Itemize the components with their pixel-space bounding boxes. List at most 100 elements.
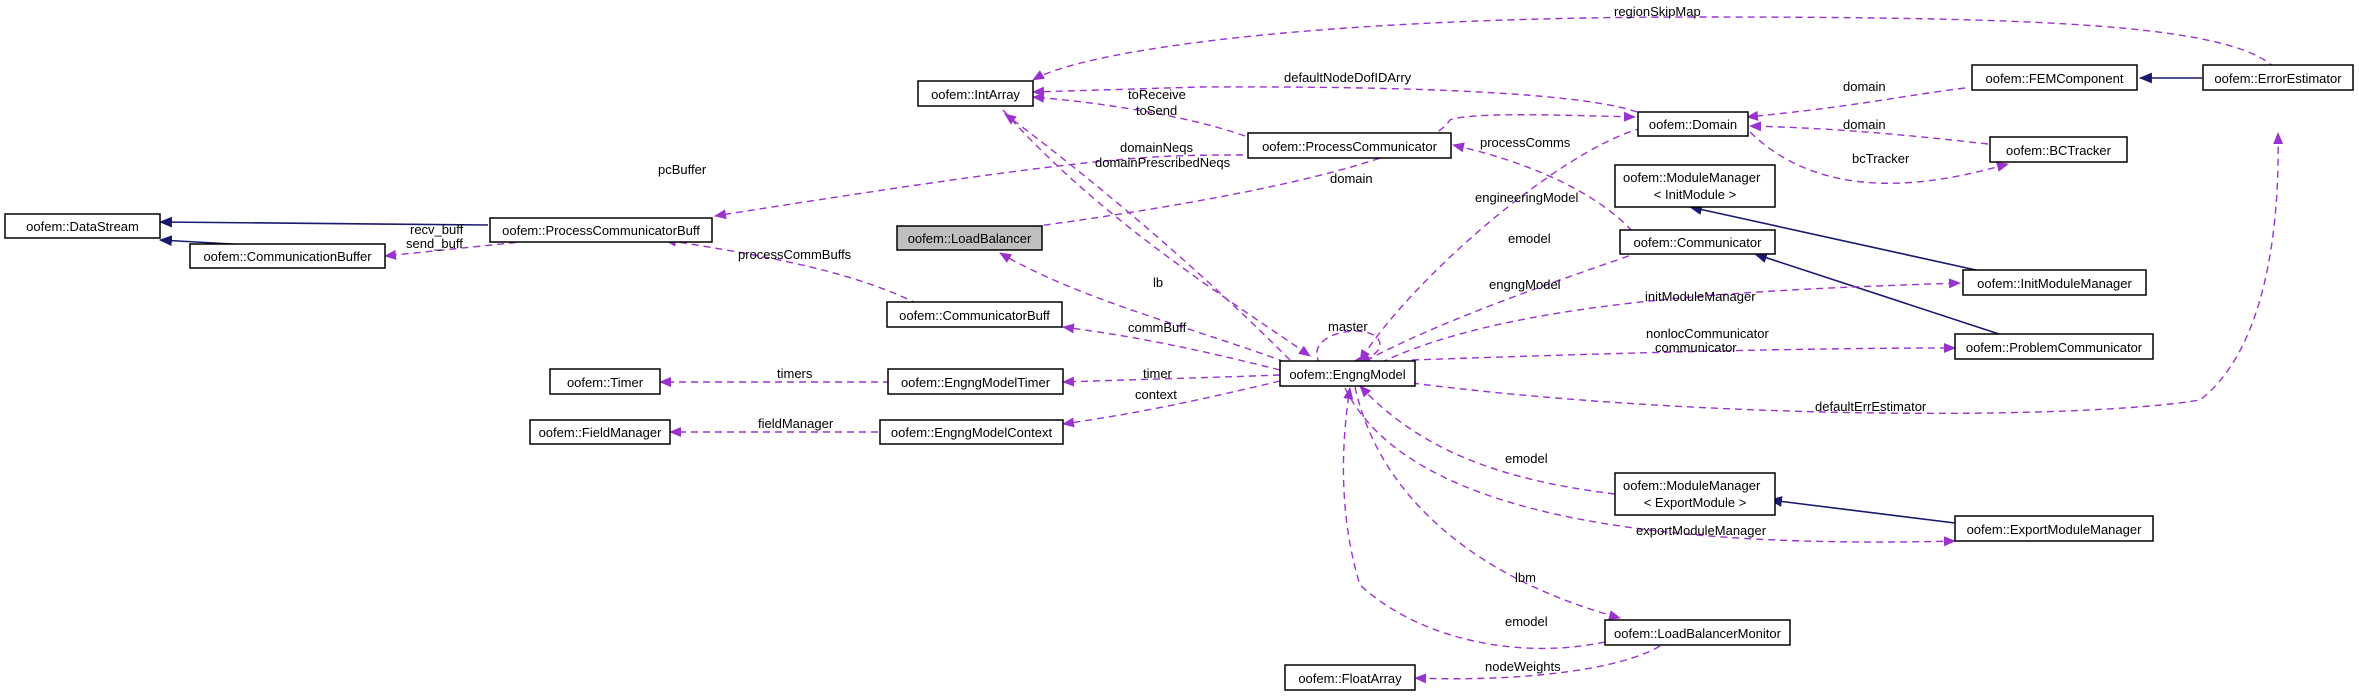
edge-initmodulemanager bbox=[1369, 278, 1961, 369]
node-intarray[interactable]: oofem::IntArray bbox=[917, 80, 1034, 107]
node-modulemanager-init[interactable]: oofem::ModuleManager < InitModule > bbox=[1614, 164, 1776, 208]
node-processcommunicator[interactable]: oofem::ProcessCommunicator bbox=[1247, 132, 1452, 159]
node-processcommunicatorbuff[interactable]: oofem::ProcessCommunicatorBuff bbox=[489, 217, 713, 243]
edge-label-timers: timers bbox=[777, 366, 813, 381]
edge-defaulterrestimator bbox=[1411, 132, 2284, 415]
edge-label-timer: timer bbox=[1143, 366, 1173, 381]
edge-label-lbm: lbm bbox=[1515, 570, 1536, 585]
edge-label-nodeweights: nodeWeights bbox=[1485, 659, 1561, 674]
node-engngmodeltimer[interactable]: oofem::EngngModelTimer bbox=[887, 368, 1064, 395]
svg-text:< ExportModule >: < ExportModule > bbox=[1644, 495, 1747, 510]
node-fieldmanager[interactable]: oofem::FieldManager bbox=[529, 419, 671, 445]
node-domain[interactable]: oofem::Domain bbox=[1637, 111, 1749, 137]
node-datastream[interactable]: oofem::DataStream bbox=[4, 213, 161, 239]
svg-text:oofem::LoadBalancer: oofem::LoadBalancer bbox=[908, 231, 1032, 246]
edge-commbuff bbox=[1062, 323, 1281, 371]
svg-text:oofem::IntArray: oofem::IntArray bbox=[931, 87, 1020, 102]
edge-master bbox=[1316, 330, 1381, 367]
edge-label-domain-femc: domain bbox=[1843, 79, 1886, 94]
edge-lb bbox=[999, 252, 1286, 363]
svg-text:oofem::Domain: oofem::Domain bbox=[1649, 117, 1737, 132]
node-engngmodel[interactable]: oofem::EngngModel bbox=[1279, 360, 1416, 387]
node-loadbalancermonitor[interactable]: oofem::LoadBalancerMonitor bbox=[1604, 619, 1791, 646]
edge-bctracker bbox=[1749, 131, 2009, 184]
svg-text:oofem::ErrorEstimator: oofem::ErrorEstimator bbox=[2214, 71, 2342, 86]
edge-label-context: context bbox=[1135, 387, 1177, 402]
svg-text:oofem::LoadBalancerMonitor: oofem::LoadBalancerMonitor bbox=[1614, 626, 1782, 641]
node-communicatorbuff[interactable]: oofem::CommunicatorBuff bbox=[886, 301, 1063, 328]
svg-text:< InitModule >: < InitModule > bbox=[1654, 187, 1736, 202]
edge-label-emodel-export: emodel bbox=[1505, 451, 1548, 466]
edge-label-toreceive: toReceive bbox=[1128, 87, 1186, 102]
edge-domainneqs bbox=[714, 154, 1244, 220]
svg-text:oofem::EngngModelTimer: oofem::EngngModelTimer bbox=[901, 375, 1051, 390]
edge-toreceive bbox=[1032, 92, 1246, 137]
edge-label-processcommbuffs: processCommBuffs bbox=[738, 247, 852, 262]
edge-label-defaulterrestimator: defaultErrEstimator bbox=[1815, 399, 1927, 414]
edge-femcomponent-domain bbox=[1746, 87, 1966, 121]
node-timer[interactable]: oofem::Timer bbox=[549, 368, 661, 395]
edge-engngmodel-comm bbox=[1359, 251, 1641, 365]
edge-label-exportmodulemanager: exportModuleManager bbox=[1636, 523, 1767, 538]
edge-context bbox=[1062, 380, 1281, 428]
edge-inherit-problemcommunicator-communicator bbox=[1753, 252, 2006, 337]
edge-label-fieldmanager: fieldManager bbox=[758, 416, 834, 431]
node-loadbalancer[interactable]: oofem::LoadBalancer bbox=[896, 225, 1043, 251]
edge-label-master: master bbox=[1328, 319, 1368, 334]
node-communicator[interactable]: oofem::Communicator bbox=[1619, 229, 1776, 255]
svg-text:oofem::ProcessCommunicator: oofem::ProcessCommunicator bbox=[1262, 139, 1438, 154]
edge-emodel-export bbox=[1359, 385, 1616, 495]
node-initmodulemanager[interactable]: oofem::InitModuleManager bbox=[1962, 269, 2147, 296]
node-bctracker[interactable]: oofem::BCTracker bbox=[1989, 136, 2128, 163]
edge-label-nonloccommunicator: nonlocCommunicator bbox=[1646, 326, 1770, 341]
edge-nodeweights bbox=[1414, 645, 1661, 684]
svg-text:oofem::FEMComponent: oofem::FEMComponent bbox=[1985, 71, 2123, 86]
edge-regionskipmap bbox=[1032, 16, 2276, 81]
svg-text:oofem::FieldManager: oofem::FieldManager bbox=[539, 425, 663, 440]
svg-text:oofem::ModuleManager: oofem::ModuleManager bbox=[1623, 170, 1761, 185]
node-femcomponent[interactable]: oofem::FEMComponent bbox=[1971, 64, 2138, 91]
edge-processcommbuffs bbox=[664, 236, 919, 305]
edge-inherit-initmodulemanager-modulemanager bbox=[1688, 204, 1986, 273]
node-modulemanager-export[interactable]: oofem::ModuleManager < ExportModule > bbox=[1614, 472, 1776, 516]
edge-loadbalancer-domain bbox=[1007, 111, 1636, 231]
edge-label-regionskipmap: regionSkipMap bbox=[1614, 4, 1701, 19]
edge-label-domainprescribedneqs: domainPrescribedNeqs bbox=[1095, 155, 1231, 170]
svg-text:oofem::Timer: oofem::Timer bbox=[567, 375, 644, 390]
node-exportmodulemanager[interactable]: oofem::ExportModuleManager bbox=[1954, 515, 2154, 542]
edge-label-domain-bct: domain bbox=[1843, 117, 1886, 132]
node-engngmodelcontext[interactable]: oofem::EngngModelContext bbox=[879, 419, 1064, 445]
edge-label-pcbuffer: pcBuffer bbox=[658, 162, 707, 177]
edge-lbm bbox=[1354, 386, 1621, 620]
node-errorestimator[interactable]: oofem::ErrorEstimator bbox=[2202, 64, 2354, 91]
edge-label-domainneqs: domainNeqs bbox=[1120, 140, 1193, 155]
svg-text:oofem::CommunicatorBuff: oofem::CommunicatorBuff bbox=[899, 308, 1050, 323]
svg-text:oofem::EngngModelContext: oofem::EngngModelContext bbox=[891, 425, 1053, 440]
edge-exportmodulemanager bbox=[1344, 387, 1956, 547]
node-communicationbuffer[interactable]: oofem::CommunicationBuffer bbox=[189, 243, 386, 269]
svg-text:oofem::Communicator: oofem::Communicator bbox=[1634, 235, 1763, 250]
node-problemcommunicator[interactable]: oofem::ProblemCommunicator bbox=[1954, 333, 2154, 360]
edge-nonloccommunicator bbox=[1411, 343, 1956, 361]
edge-label-commbuff: commBuff bbox=[1128, 320, 1187, 335]
edge-intarray-engngmodel bbox=[1002, 109, 1311, 357]
svg-text:oofem::InitModuleManager: oofem::InitModuleManager bbox=[1977, 276, 2132, 291]
edge-label-processcomms: processComms bbox=[1480, 135, 1571, 150]
edge-label-bctracker: bcTracker bbox=[1852, 151, 1910, 166]
edge-label-initmodulemanager: initModuleManager bbox=[1645, 289, 1756, 304]
svg-text:oofem::ProcessCommunicatorBuff: oofem::ProcessCommunicatorBuff bbox=[502, 223, 700, 238]
svg-text:oofem::BCTracker: oofem::BCTracker bbox=[2006, 143, 2112, 158]
edge-engineeringmodel bbox=[1359, 127, 1643, 362]
node-floatarray[interactable]: oofem::FloatArray bbox=[1284, 664, 1416, 691]
edge-label-defaultnodedofidarry: defaultNodeDofIDArry bbox=[1284, 70, 1412, 85]
edge-bctracker-domain bbox=[1749, 121, 1989, 145]
edge-label-tosend: toSend bbox=[1136, 103, 1177, 118]
edge-inherit-processcommunicatorbuff-datastream bbox=[158, 216, 489, 228]
svg-text:oofem::ModuleManager: oofem::ModuleManager bbox=[1623, 478, 1761, 493]
edge-label-engngmodel-comm: engngModel bbox=[1489, 277, 1561, 292]
edge-emodel-lbm bbox=[1342, 387, 1606, 650]
edge-label-domain-lb: domain bbox=[1330, 171, 1373, 186]
edge-engngmodel-intarray bbox=[1004, 113, 1291, 361]
edge-label-engineeringmodel: engineeringModel bbox=[1475, 190, 1578, 205]
